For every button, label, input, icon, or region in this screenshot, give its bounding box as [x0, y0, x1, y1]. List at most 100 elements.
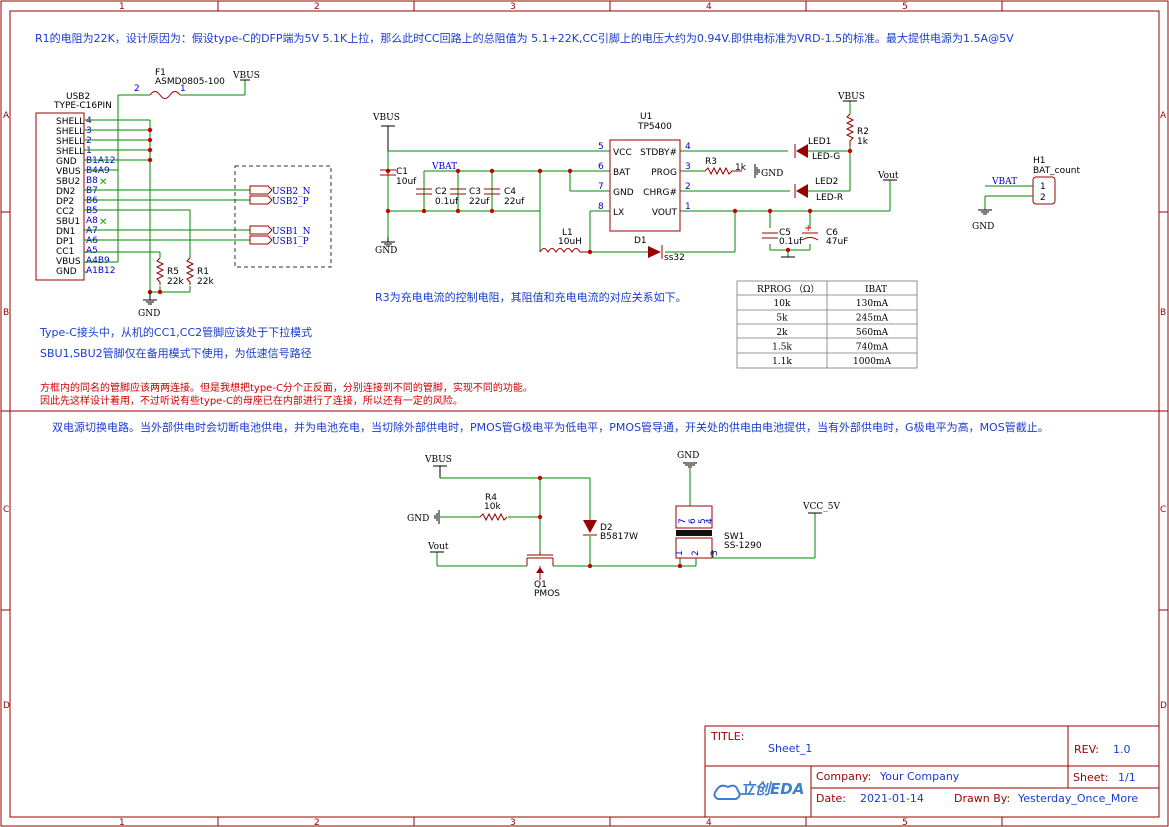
sw1-pin2: 2	[691, 550, 701, 556]
l1-ref: L1	[562, 228, 573, 238]
gnd-symbol-prog: GND	[754, 164, 783, 179]
usb-pin-name: SHELL	[56, 117, 84, 127]
vcc5-label: VCC_5V	[802, 502, 840, 512]
led2-ref: LED2	[815, 177, 838, 187]
vbus-label-led: VBUS	[837, 92, 865, 102]
ic-pin-name: STDBY#	[640, 148, 677, 158]
sw1-value: SS-1290	[724, 541, 762, 551]
net-usb1-n: USB1_N	[272, 227, 311, 237]
prog-table-header-rprog: RPROG （Ω）	[757, 284, 820, 295]
usb-pin-number: A1B12	[86, 266, 116, 276]
prog-table-header-ibat: IBAT	[865, 285, 887, 295]
h1-value: BAT_count	[1033, 166, 1080, 176]
svg-text:✕: ✕	[99, 177, 107, 188]
fuse-pin1: 1	[180, 84, 186, 94]
row-label-c: C	[3, 505, 9, 515]
c1-value: 10uf	[396, 177, 417, 187]
capacitor-c6: + C6 47uF	[801, 223, 848, 247]
prog-table-cell-ibat: 740mA	[856, 343, 889, 353]
note-warning-2: 因此先这样设计着用，不过听说有些type-C的母座已在内部进行了连接，所以还有一…	[40, 394, 463, 407]
usb-pin-name: GND	[56, 157, 77, 167]
usb-pin-name: SHELL	[56, 137, 84, 147]
drawn-value: Yesterday_Once_More	[1017, 792, 1138, 805]
usb-pin-name: GND	[56, 267, 77, 277]
r3-ref: R3	[705, 157, 717, 167]
usb-pin-number: B4A9	[86, 166, 110, 176]
gnd-label-header: GND	[972, 222, 994, 232]
prog-table-cell-ibat: 560mA	[856, 328, 889, 338]
c4-value: 22uf	[504, 197, 525, 207]
gnd-label-r4: GND	[407, 514, 429, 524]
usb-pin-number: A8	[86, 216, 98, 226]
col-label-4: 4	[706, 2, 712, 12]
row-label-b-right: B	[1160, 308, 1166, 318]
usb-pin-number: B8	[86, 176, 98, 186]
c4-ref: C4	[504, 187, 516, 197]
ic-pin-number: 5	[598, 142, 604, 152]
ic-pin-name: CHRG#	[643, 188, 677, 198]
row-label-b: B	[3, 308, 9, 318]
capacitor-c5: C5 0.1uf	[762, 228, 803, 247]
usb-pin-number: B5	[86, 206, 98, 216]
d1-value: ss32	[664, 253, 685, 263]
gnd-symbol-r4: GND	[407, 510, 440, 524]
vbus-symbol-fuse: VBUS	[232, 71, 260, 81]
vbat-net-label-header: VBAT	[991, 177, 1017, 187]
usb-pin-name: SBU1	[56, 217, 80, 227]
sw1-pin6: 6	[688, 518, 698, 524]
usb-pin-name: SHELL	[56, 127, 84, 137]
r5-ref: R5	[167, 267, 179, 277]
note-cc-resistor: R1的电阻为22K，设计原因为：假设type-C的DFP端为5V 5.1K上拉，…	[35, 31, 1014, 45]
usb-pin-name: CC1	[56, 247, 74, 257]
h1-pin1: 1	[1040, 182, 1046, 192]
usb-body	[35, 112, 85, 281]
usb-pin-number: B7	[86, 186, 98, 196]
sw1-pin1: 1	[675, 550, 685, 556]
usb-pin-number: A7	[86, 226, 98, 236]
usb-part: TYPE-C16PIN	[53, 101, 112, 111]
title-label: TITLE:	[710, 730, 744, 743]
vout-symbol-switch: Vout	[427, 542, 449, 553]
vbus-symbol-led: VBUS	[837, 92, 865, 102]
header-h1: H1 BAT_count 1 2 VBAT GND	[972, 156, 1080, 232]
sw1-pin4: 4	[705, 518, 715, 524]
r5-value: 22k	[167, 277, 184, 287]
row-label-a-right: A	[1160, 111, 1167, 121]
prog-table-cell-ibat: 130mA	[856, 299, 889, 309]
usb-pin-number: B6	[86, 196, 98, 206]
diode-d1: D1 ss32	[634, 236, 685, 263]
gnd-symbol-charger: GND	[375, 237, 397, 256]
vout-label-switch: Vout	[427, 542, 449, 552]
c5-value: 0.1uf	[779, 237, 803, 247]
r1-value: 22k	[197, 277, 214, 287]
drawn-label: Drawn By:	[954, 792, 1010, 805]
row-label-d: D	[3, 701, 10, 711]
prog-table-cell-rprog: 5k	[776, 314, 788, 324]
ic-pin-name: GND	[613, 188, 634, 198]
c1-ref: C1	[396, 167, 408, 177]
row-label-a: A	[3, 111, 10, 121]
pmos-q1: Q1 PMOS	[526, 552, 560, 599]
sw1-pin7: 7	[678, 518, 688, 524]
resistor-r4: R4 10k	[479, 493, 508, 522]
prog-table-cell-rprog: 1.1k	[772, 357, 792, 367]
svg-text:+: +	[804, 223, 812, 234]
col-label-1: 1	[119, 2, 125, 12]
prog-table-cell-ibat: 1000mA	[853, 357, 891, 367]
h1-ref: H1	[1033, 156, 1046, 166]
col-label-5-bottom: 5	[902, 818, 908, 827]
capacitor-c2: C2 0.1uf	[416, 187, 459, 207]
col-label-2-bottom: 2	[314, 818, 320, 827]
usb-pin-name: DN2	[56, 187, 75, 197]
ic-part: TP5400	[637, 122, 672, 132]
ic-pin-number: 8	[598, 202, 604, 212]
usb-pin-number: 1	[86, 146, 92, 156]
usb-pin-number: A4B9	[86, 256, 110, 266]
col-label-4-bottom: 4	[706, 818, 712, 827]
